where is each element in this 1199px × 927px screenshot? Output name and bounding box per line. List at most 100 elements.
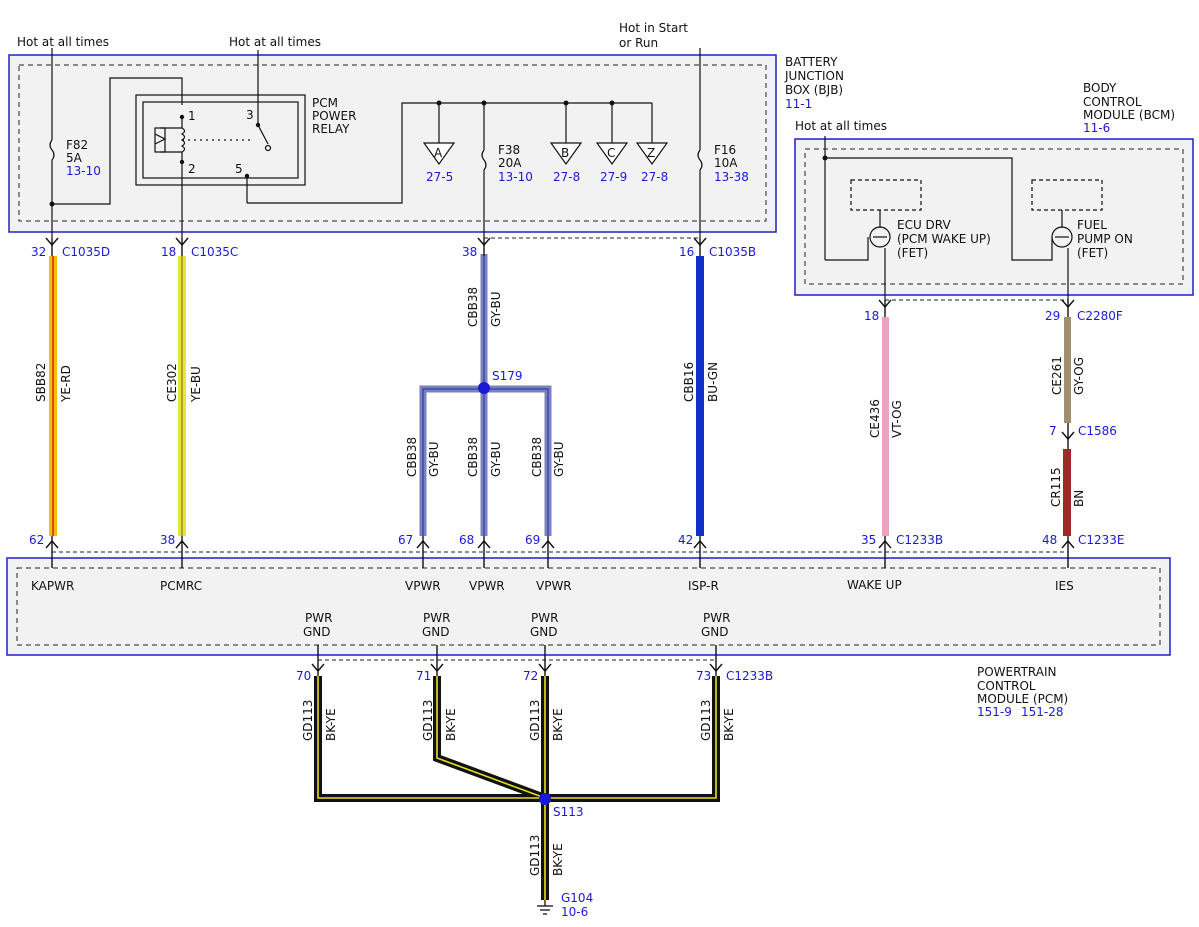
bjb-title: JUNCTION	[784, 69, 844, 83]
wire-circuit: CBB38	[530, 437, 544, 477]
pin-number: 38	[160, 533, 175, 547]
pcm-pin-label: VPWR	[469, 579, 505, 593]
pcm-pin-label: WAKE UP	[847, 578, 902, 592]
wire-cbb16	[696, 256, 704, 536]
pin-number: 70	[296, 669, 311, 683]
bcm-ref-link[interactable]: 11-6	[1083, 121, 1110, 135]
fuse-label: 10A	[714, 156, 738, 170]
wire-gd113-stripe	[317, 676, 717, 900]
wire-circuit: GD113	[699, 700, 713, 741]
pin-number: 67	[398, 533, 413, 547]
pin-number: 71	[416, 669, 431, 683]
connector-link[interactable]: C1233B	[726, 669, 773, 683]
triangle-ref-link[interactable]: 27-8	[641, 170, 668, 184]
bjb-ref-link[interactable]: 11-1	[785, 97, 812, 111]
ground-symbol-icon	[537, 900, 553, 915]
relay-title: PCM	[312, 96, 338, 110]
bcm-title: MODULE (BCM)	[1083, 108, 1175, 122]
fuse-label: F16	[714, 143, 736, 157]
wire-ce302	[178, 256, 186, 536]
pcm-gnd-label: GND	[530, 625, 558, 639]
bjb-title: BOX (BJB)	[785, 83, 843, 97]
triangle-letter: A	[434, 146, 443, 160]
wire-ce436	[882, 317, 889, 536]
connector-link[interactable]: C1035B	[709, 245, 756, 259]
triangle-ref-link[interactable]: 27-9	[600, 170, 627, 184]
connector-link[interactable]: C2280F	[1077, 309, 1123, 323]
pcm-ref-link[interactable]: 151-9	[977, 705, 1012, 719]
fuel-pump-label: PUMP ON	[1077, 232, 1133, 246]
bcm-feed-dot	[822, 155, 828, 161]
triangle-ref-link[interactable]: 27-5	[426, 170, 453, 184]
pin-number: 16	[679, 245, 694, 259]
pcm-title: CONTROL	[977, 679, 1036, 693]
wire-ce261	[1064, 317, 1071, 423]
pcm-pin-label: KAPWR	[31, 579, 74, 593]
connector-link[interactable]: C1233B	[896, 533, 943, 547]
bjb-junction-dots	[49, 100, 615, 207]
bcm-internal-wiring	[824, 136, 1103, 300]
ground-ref-link[interactable]: 10-6	[561, 905, 588, 919]
bjb-title: BATTERY	[785, 55, 838, 69]
triangle-off-page-connectors	[422, 142, 669, 166]
wire-color: GY-BU	[552, 441, 566, 477]
fuse-ref-link[interactable]: 13-10	[498, 170, 533, 184]
pcm-title: MODULE (PCM)	[977, 692, 1068, 706]
pin-number: 18	[864, 309, 879, 323]
pin-number: 73	[696, 669, 711, 683]
source-label: Hot at all times	[17, 35, 109, 49]
pin-number: 69	[525, 533, 540, 547]
connector-dash-lines	[52, 237, 1068, 661]
pin-number: 32	[31, 245, 46, 259]
ground-label[interactable]: G104	[561, 891, 593, 905]
fuse-ref-link[interactable]: 13-38	[714, 170, 749, 184]
connector-link[interactable]: C1233E	[1078, 533, 1125, 547]
wire-circuit: GD113	[421, 700, 435, 741]
wire-color: GY-BU	[489, 441, 503, 477]
wire-color: BK-YE	[551, 708, 565, 741]
fuse-ref-link[interactable]: 13-10	[66, 164, 101, 178]
wire-sbb82	[49, 256, 57, 536]
connector-arrows	[45, 237, 1075, 676]
pcm-pin-label: IES	[1055, 579, 1074, 593]
connector-link[interactable]: C1035C	[191, 245, 238, 259]
wire-circuit: GD113	[528, 700, 542, 741]
wire-circuit: CBB38	[466, 287, 480, 327]
wire-color: BK-YE	[551, 843, 565, 876]
wire-circuit: CE302	[165, 363, 179, 402]
pin-number: 42	[678, 533, 693, 547]
pcm-gnd-label: PWR	[423, 611, 450, 625]
wire-color: BK-YE	[444, 708, 458, 741]
wire-circuit: CE436	[868, 399, 882, 438]
wire-color: GY-BU	[427, 441, 441, 477]
bcm-title: CONTROL	[1083, 95, 1142, 109]
triangle-ref-link[interactable]: 27-8	[553, 170, 580, 184]
pcm-ref-link[interactable]: 151-28	[1021, 705, 1064, 719]
wire-color: BN	[1072, 490, 1086, 507]
wire-color: GY-BU	[489, 291, 503, 327]
splice-label[interactable]: S179	[492, 369, 523, 383]
pcm-pin-label: ISP-R	[688, 579, 719, 593]
pin-number: 38	[462, 245, 477, 259]
relay-pin: 5	[235, 162, 243, 176]
bjb-internal-wiring	[49, 48, 703, 238]
wire-circuit: SBB82	[34, 363, 48, 402]
wire-color: BK-YE	[324, 708, 338, 741]
relay-pin: 1	[188, 109, 196, 123]
wire-color: VT-OG	[890, 400, 904, 438]
connector-link[interactable]: C1586	[1078, 424, 1117, 438]
fuse-label: F82	[66, 138, 88, 152]
relay-pin: 3	[246, 108, 254, 122]
fuel-pump-label: (FET)	[1077, 246, 1108, 260]
wire-circuit: CE261	[1050, 356, 1064, 395]
bcm-title: BODY	[1083, 81, 1117, 95]
pin-number: 35	[861, 533, 876, 547]
wire-circuit: CBB38	[405, 437, 419, 477]
splice-label[interactable]: S113	[553, 805, 584, 819]
pcm-title: POWERTRAIN	[977, 665, 1057, 679]
bcm-module	[794, 138, 1194, 296]
triangle-letter: Z	[647, 146, 655, 160]
connector-link[interactable]: C1035D	[62, 245, 110, 259]
source-label: Hot at all times	[229, 35, 321, 49]
